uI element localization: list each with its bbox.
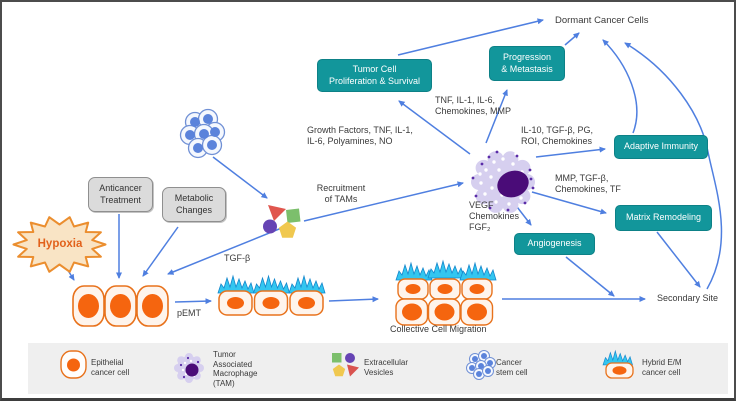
label-vegf-fgf2: VEGF Chemokines FGF₂	[469, 200, 520, 232]
node-angiogenesis: Angiogenesis	[514, 233, 595, 255]
legend-label-epithelial: Epithelial cancer cell	[91, 358, 130, 377]
arrow-epithelial-to-pemt	[174, 298, 212, 305]
arrow-adaptive-to-dormant	[602, 39, 638, 134]
stem-cell-icon	[466, 350, 496, 380]
arrow-matrix-to-secondary	[656, 231, 701, 288]
vesicle-circle	[263, 219, 277, 234]
legend-label-hybrid: Hybrid E/M cancer cell	[642, 358, 682, 377]
tam-cell-group	[471, 150, 535, 213]
vesicle-pentagon	[278, 221, 297, 238]
legend-label-tam: Tumor Associated Macrophage (TAM)	[213, 350, 258, 388]
arrow-angiogenesis-to-secondary	[565, 256, 615, 297]
arrow-tam-to-adaptive	[535, 146, 606, 158]
node-progression-metastasis: Progression & Metastasis	[489, 46, 565, 81]
cancer-stem-cell-group	[179, 108, 226, 159]
arrow-progression-to-dormant	[564, 32, 580, 46]
vesicle-square	[286, 208, 301, 223]
label-secondary-site: Secondary Site	[657, 293, 719, 303]
node-matrix-remodeling: Matrix Remodeling	[615, 205, 712, 231]
arrow-secondary-to-dormant	[624, 42, 723, 290]
arrow-stemcell-to-vesicles	[212, 156, 268, 199]
label-pemt: pEMT	[177, 308, 202, 318]
pemt-cells-group	[217, 275, 326, 316]
collective-migration-group	[395, 260, 497, 326]
hypoxia-starburst	[12, 216, 107, 273]
vesicles-icon	[332, 353, 359, 377]
epithelial-cell-icon	[60, 350, 87, 379]
node-hypoxia: Hypoxia	[37, 238, 83, 250]
arrow-pemt-to-collective	[328, 296, 379, 303]
arrow-metabolic-to-cells	[142, 226, 179, 277]
label-tgf-beta: TGF-β	[224, 253, 251, 263]
extracellular-vesicles-group	[263, 205, 301, 238]
arrow-tam-to-matrix	[531, 191, 607, 215]
arrow-tam-to-progression	[485, 89, 508, 144]
label-collective-cell-migration: Collective Cell Migration	[390, 324, 487, 334]
hybrid-cell-icon	[602, 350, 634, 379]
legend-label-stem-cell: Cancer stem cell	[496, 358, 528, 377]
tam-nucleus	[497, 170, 529, 198]
tam-icon	[174, 353, 204, 383]
vesicle-triangle	[268, 205, 286, 221]
epithelial-cells-group	[72, 285, 169, 327]
arrow-tam-to-proliferation	[398, 100, 471, 155]
node-tumor-proliferation: Tumor Cell Proliferation & Survival	[317, 59, 432, 92]
arrow-vesicles-to-tam	[303, 181, 464, 222]
arrows	[63, 18, 723, 305]
node-anticancer-treatment: Anticancer Treatment	[88, 177, 153, 212]
node-adaptive-immunity: Adaptive Immunity	[614, 135, 708, 159]
node-metabolic-changes: Metabolic Changes	[162, 187, 226, 222]
arrow-proliferation-to-dormant	[397, 18, 544, 56]
label-mmp-tf: MMP, TGF-β, Chemokines, TF	[555, 173, 621, 194]
label-dormant-cancer-cells: Dormant Cancer Cells	[555, 15, 649, 26]
legend-label-vesicles: Extracellular Vesicles	[364, 358, 409, 377]
label-growth-factors: Growth Factors, TNF, IL-1, IL-6, Polyami…	[307, 125, 413, 146]
label-il10-chemokines: IL-10, TGF-β, PG, ROI, Chemokines	[521, 125, 594, 146]
label-tnf-chemokines: TNF, IL-1, IL-6, Chemokines, MMP	[435, 95, 512, 116]
label-recruitment-of-tams: Recruitment of TAMs	[316, 183, 366, 204]
